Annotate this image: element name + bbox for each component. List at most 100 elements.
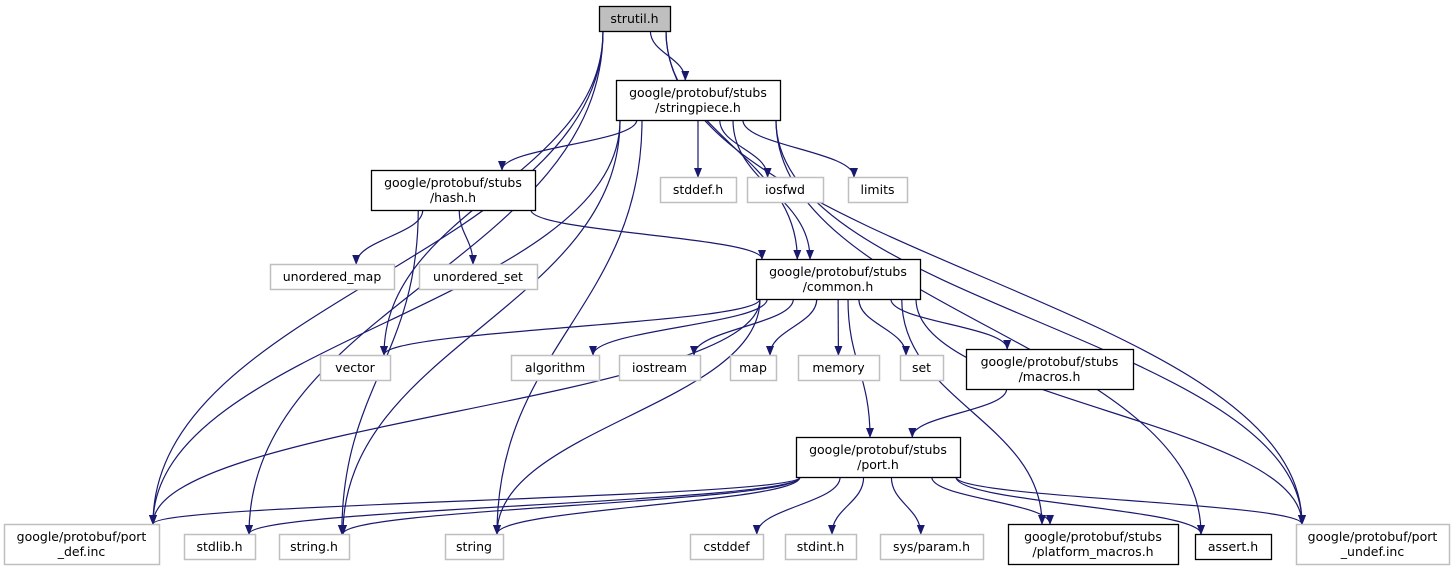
node-platform-macros[interactable]: google/protobuf/stubs/platform_macros.h [1007,523,1180,566]
node-strutil[interactable]: strutil.h [598,5,672,33]
node-common[interactable]: google/protobuf/stubs/common.h [755,258,922,301]
edge-port-to-port_undef [955,476,1306,525]
edge-common-to-port_def [149,298,761,525]
edge-macros-to-port [908,388,1008,438]
node-stringpiece[interactable]: google/protobuf/stubs/stringpiece.h [615,79,782,122]
node-iosfwd: iosfwd [746,176,825,204]
edge-common-to-map [766,298,818,356]
node-memory: memory [797,354,881,382]
edge-common-to-macros [890,298,1012,350]
node-set: set [899,354,945,382]
node-algorithm: algorithm [510,354,601,382]
node-label: /common.h [803,279,874,294]
edge-common-to-platform_macros [901,298,1046,525]
node-label: google/protobuf/port [1308,529,1438,544]
edge-hash-to-common [530,209,766,260]
node-box [183,533,257,561]
node-box [1194,533,1273,561]
node-label: cstddef [703,539,750,554]
node-port-def: google/protobuf/port_def.inc [3,523,161,566]
node-box [319,354,392,382]
node-box [795,436,962,479]
edge-port-to-assert_h [955,476,1205,535]
node-unordered-map: unordered_map [269,263,396,291]
node-box [418,263,539,291]
edge-port-to-stdlib_h [245,476,801,535]
node-label: set [912,360,931,375]
node-label: /platform_macros.h [1032,544,1153,559]
node-label: google/protobuf/stubs [809,442,947,457]
node-label: strutil.h [610,11,658,26]
edge-stringpiece-to-string_h [339,119,621,535]
edge-stringpiece-to-port_def [149,119,621,525]
node-box [618,354,702,382]
node-cstddef: cstddef [689,533,765,561]
node-assert-h[interactable]: assert.h [1194,533,1273,561]
node-label: /macros.h [1019,369,1081,384]
node-label: google/protobuf/port [17,529,147,544]
node-box [746,176,825,204]
node-string-h: string.h [278,533,351,561]
node-label: stddef.h [673,182,723,197]
node-port[interactable]: google/protobuf/stubs/port.h [795,436,962,479]
node-string: string [444,533,505,561]
node-label: algorithm [525,360,585,375]
node-box [689,533,765,561]
node-stddef-h: stddef.h [659,176,738,204]
node-box [269,263,396,291]
node-box [659,176,738,204]
node-unordered-set: unordered_set [418,263,539,291]
node-label: /port.h [857,457,899,472]
node-box [899,354,945,382]
edge-port-to-port_def [149,476,801,525]
node-map: map [729,354,778,382]
node-label: assert.h [1208,539,1258,554]
node-box [1295,523,1451,566]
edge-port-to-string_h [339,476,801,535]
node-label: iosfwd [765,182,805,197]
node-label: /hash.h [430,190,476,205]
edge-common-to-string [493,298,761,535]
edge-port-to-sys_param [890,476,925,535]
node-stdint-h: stdint.h [784,533,858,561]
node-label: iostream [632,360,687,375]
node-macros[interactable]: google/protobuf/stubs/macros.h [965,348,1135,391]
edge-hash-to-unordered_map [352,209,424,265]
node-box [1007,523,1180,566]
edge-port-to-stdint_h [828,476,865,535]
edge-strutil-to-stringpiece [649,30,690,81]
node-box [3,523,161,566]
edge-common-to-set [858,298,910,356]
node-label: sys/param.h [893,539,970,554]
edge-common-to-algorithm [589,298,768,356]
node-box [797,354,881,382]
node-label: string.h [290,539,338,554]
node-label: google/protobuf/stubs [384,175,522,190]
node-iostream: iostream [618,354,702,382]
node-hash[interactable]: google/protobuf/stubs/hash.h [370,169,537,212]
edge-stringpiece-to-limits [742,119,858,178]
node-label: limits [860,182,894,197]
node-box [879,533,985,561]
node-label: google/protobuf/stubs [981,354,1119,369]
edge-port-to-cstddef [752,476,841,535]
node-label: vector [335,360,376,375]
node-label: string [456,539,492,554]
edge-hash-to-unordered_set [458,209,477,265]
node-label: /stringpiece.h [655,100,741,115]
node-box [729,354,778,382]
node-label: memory [812,360,865,375]
node-box [784,533,858,561]
node-sys-param: sys/param.h [879,533,985,561]
node-box [370,169,537,212]
node-label: _undef.inc [1340,544,1405,559]
nodes-layer: strutil.h google/protobuf/stubs/stringpie… [3,5,1451,566]
node-box [444,533,505,561]
node-box [598,5,672,33]
node-box [755,258,922,301]
node-box [510,354,601,382]
edge-common-to-vector [380,298,761,356]
node-label: google/protobuf/stubs [1024,529,1162,544]
node-label: unordered_map [283,269,382,284]
